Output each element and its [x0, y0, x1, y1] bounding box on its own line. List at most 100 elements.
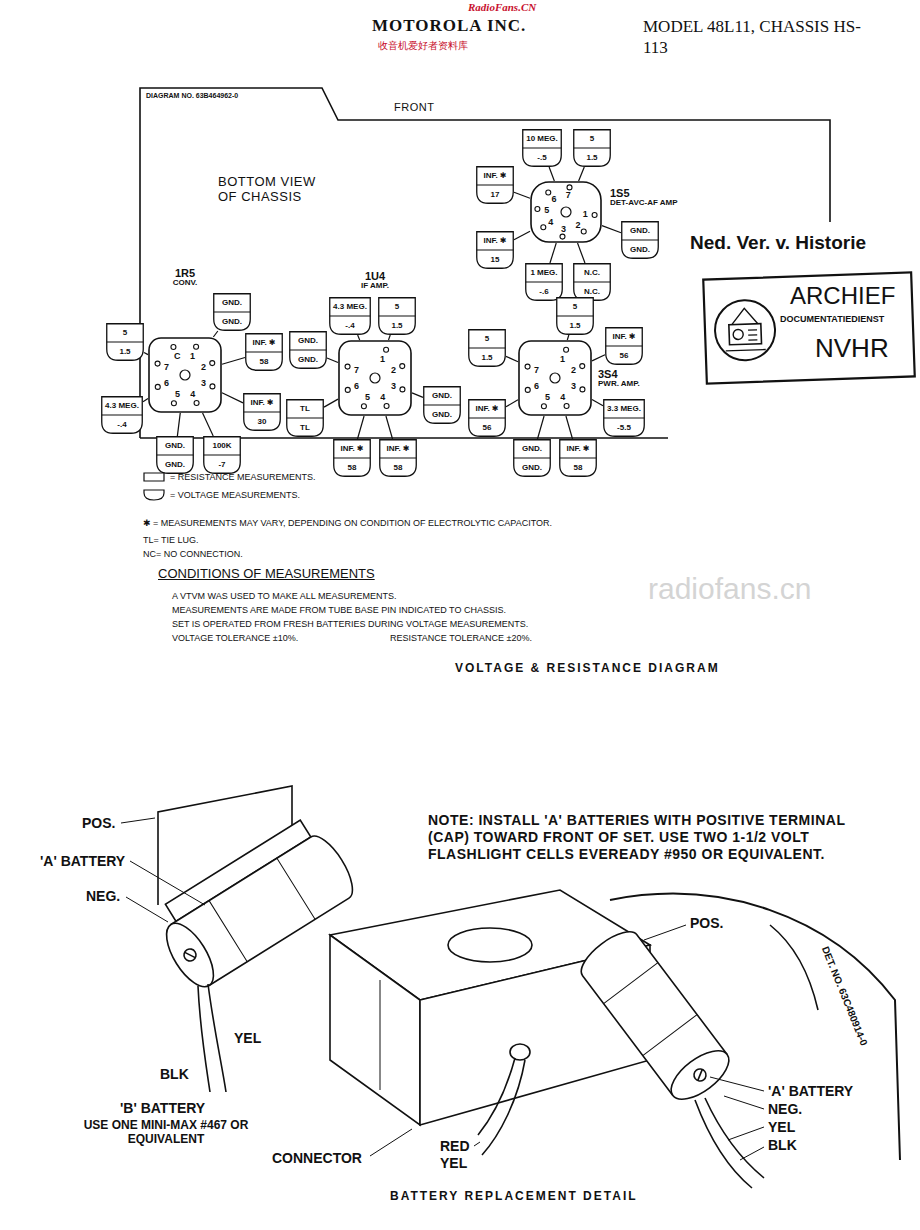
measurement-divider	[526, 281, 563, 282]
pin-lead	[358, 335, 360, 340]
legend: = RESISTANCE MEASUREMENTS.= VOLTAGE MEAS…	[143, 468, 316, 504]
resistance-value: INF. ✱	[483, 172, 506, 180]
pin-lead	[327, 358, 338, 363]
pin-contact	[560, 234, 565, 239]
model-number: MODEL 48L11, CHASSIS HS-113	[643, 16, 868, 59]
pin-contact	[592, 213, 597, 218]
measurement-row: TL	[286, 399, 324, 418]
pin-lead	[143, 398, 148, 401]
watermark: radiofans.cn	[648, 572, 811, 607]
measurement-box: 51.5	[573, 129, 611, 167]
leader-line	[728, 1127, 764, 1140]
measurement-box: INF. ✱58	[245, 333, 283, 371]
measurement-row: INF. ✱	[243, 393, 281, 412]
pin-number: 1	[380, 354, 385, 363]
pin-number: 1	[190, 351, 195, 360]
pin-contact	[546, 190, 551, 195]
socket-outline	[518, 340, 592, 416]
voltage-value: GND.	[630, 246, 650, 254]
stamp-logo	[714, 299, 776, 361]
pin-contact	[155, 384, 160, 389]
pin-lead	[213, 331, 217, 337]
measurement-row: GND.	[621, 240, 659, 259]
measurement-row: 1.5	[378, 316, 416, 335]
resistance-value: INF. ✱	[566, 445, 589, 453]
resistance-value: N.C.	[584, 269, 600, 277]
voltage-value: 30	[258, 418, 267, 426]
pin-contact	[171, 401, 176, 406]
measurement-frame	[102, 397, 143, 434]
pin-contact	[525, 387, 530, 392]
stamp-radio-antenna	[731, 308, 758, 325]
battery-front	[330, 935, 420, 1125]
terminal-screw	[692, 1067, 709, 1084]
battery-illustration	[147, 786, 900, 1188]
pin-number: 6	[534, 382, 539, 391]
measurement-frame	[246, 334, 283, 371]
measurement-frame	[523, 130, 562, 167]
pin-contact	[564, 347, 569, 352]
voltage-value: -5.5	[617, 424, 631, 432]
pin-contact	[384, 403, 389, 408]
measurement-box: INF. ✱58	[379, 439, 417, 477]
measurement-box: 3.3 MEG.-5.5	[603, 399, 645, 437]
measurement-row: -5.5	[603, 418, 645, 437]
voltage-value: -.5	[537, 154, 546, 162]
pin-number: 1	[560, 354, 565, 363]
terminal-screw	[182, 947, 199, 964]
measurement-row: 5	[556, 297, 594, 316]
resistance-value: 5	[395, 303, 399, 311]
measurement-row: N.C.	[573, 263, 611, 282]
tube-heading: 3S4PWR. AMP.	[598, 368, 640, 389]
pin-number: 4	[560, 392, 565, 401]
wire-label: RED	[440, 1138, 470, 1154]
resistance-value: 4.3 MEG.	[105, 402, 139, 410]
pin-lead	[506, 356, 518, 361]
pin-lead	[506, 400, 518, 407]
measurement-row: -.4	[101, 415, 143, 434]
lid-fold	[770, 925, 818, 1010]
measurement-box: 51.5	[378, 297, 416, 335]
pin-number: 5	[544, 205, 549, 214]
voltage-value: 17	[491, 191, 500, 199]
holder-end	[157, 916, 222, 994]
wire-label: YEL	[768, 1119, 795, 1135]
note: A VTVM WAS USED TO MAKE ALL MEASUREMENTS…	[172, 591, 397, 601]
part-label: 'A' BATTERY	[40, 853, 125, 869]
measurement-row: -7	[203, 455, 241, 474]
wire	[208, 984, 226, 1092]
pin-contact	[345, 364, 350, 369]
wire	[478, 1058, 515, 1135]
stamp-frame	[703, 272, 915, 383]
pin-lead	[514, 231, 530, 240]
measurement-box: N.C.N.C.	[573, 263, 611, 301]
resistance-value: INF. ✱	[340, 445, 363, 453]
pin-number: 7	[566, 191, 571, 200]
a-battery-left	[147, 813, 361, 994]
detail-caption: BATTERY REPLACEMENT DETAIL	[390, 1190, 638, 1204]
measurement-divider	[214, 311, 251, 312]
front-marker: FRONT	[394, 101, 434, 114]
socket-body	[339, 341, 411, 415]
measurement-box: 1 MEG.-.6	[525, 263, 563, 301]
pin-number: 3	[391, 381, 396, 390]
leader-line	[130, 861, 205, 905]
measurement-box: INF. ✱ 30	[243, 393, 281, 431]
measurement-frame	[334, 440, 371, 477]
resistance-value: INF. ✱	[612, 333, 635, 341]
archive-stamp-text: NVHR	[815, 334, 889, 364]
stamp-radio-icon	[729, 324, 762, 345]
tube-heading: 1U4IF AMP.	[361, 270, 389, 291]
voltage-value: 1.5	[586, 154, 597, 162]
pin-lead	[537, 416, 544, 439]
screw-slot	[694, 1070, 706, 1081]
resistance-value: 1 MEG.	[530, 269, 557, 277]
socket-center-hole	[550, 373, 560, 383]
resistance-value: GND.	[432, 392, 452, 400]
part-label: CONNECTOR	[272, 1150, 362, 1166]
measurement-frame	[469, 400, 506, 437]
measurement-frame	[622, 222, 659, 259]
wire-label: YEL	[234, 1030, 261, 1046]
pin-contact	[564, 403, 569, 408]
measurement-row: 17	[476, 185, 514, 204]
